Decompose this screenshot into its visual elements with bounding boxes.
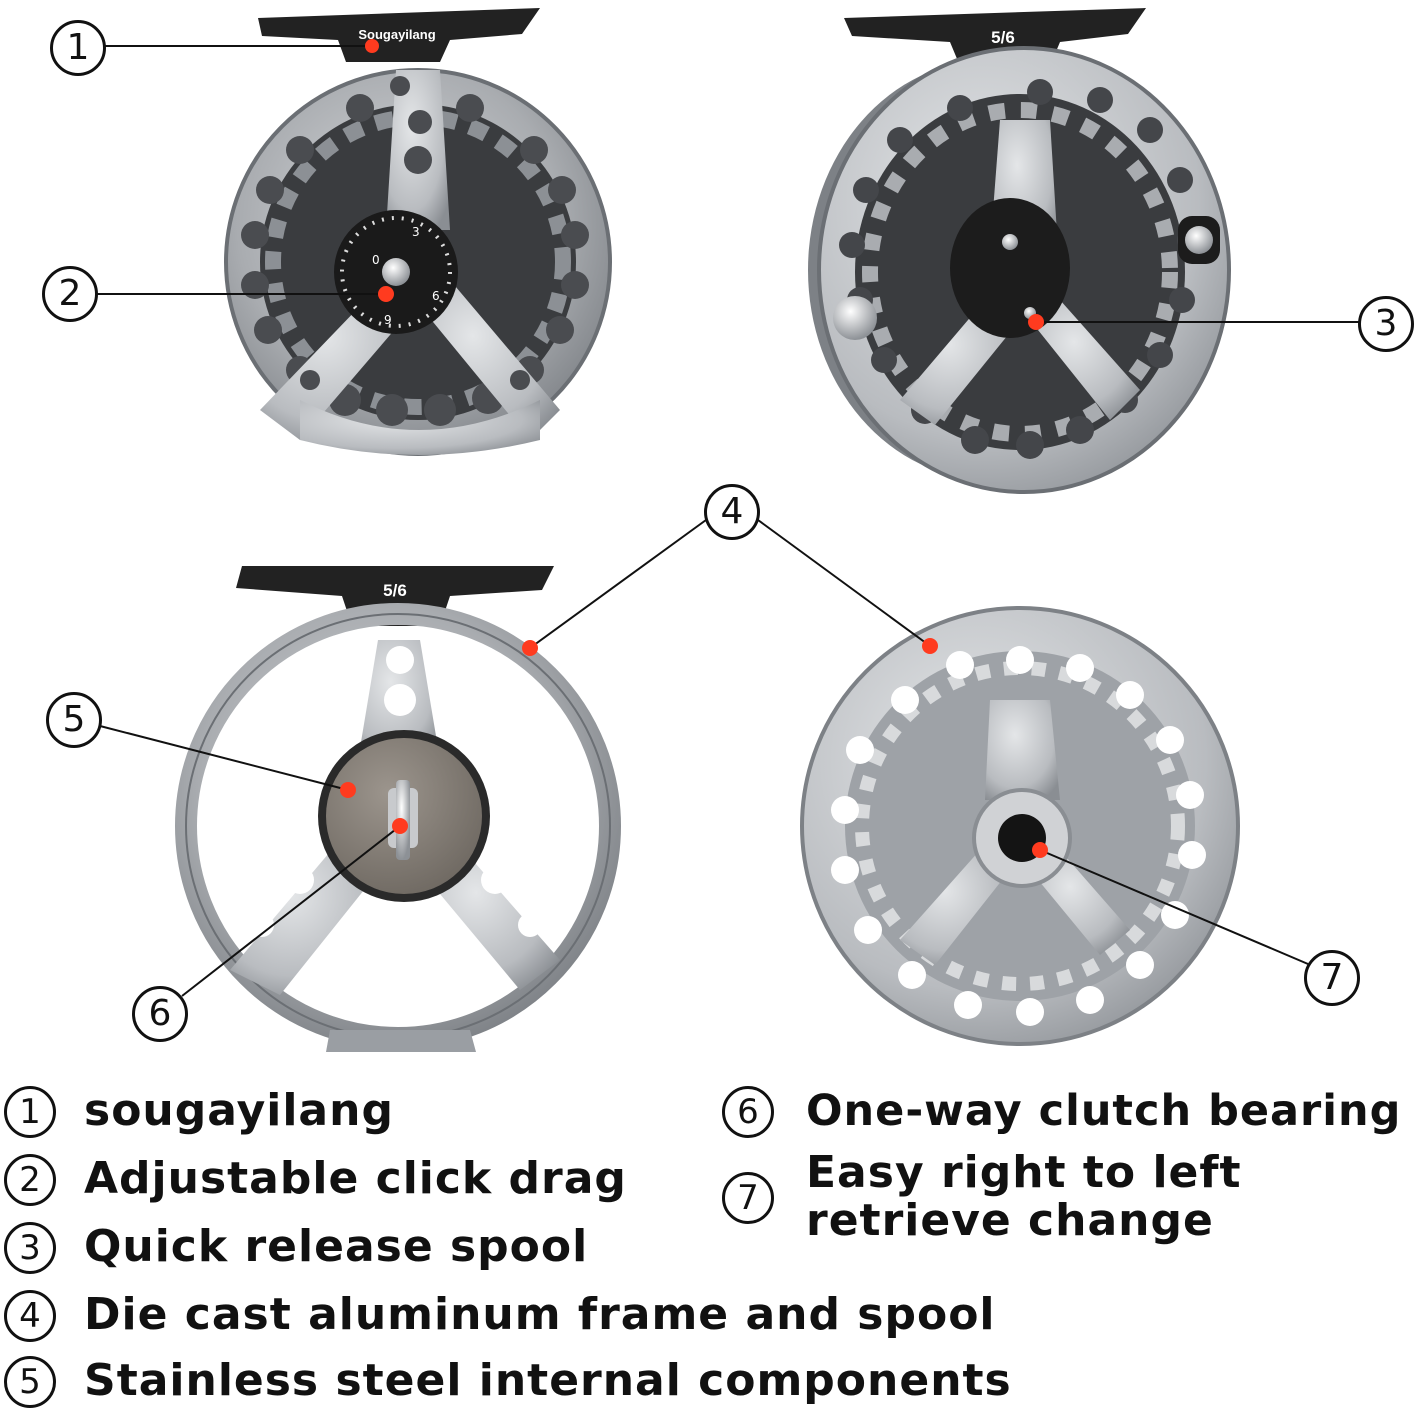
legend-number-1: 1 <box>4 1086 56 1138</box>
legend-text-7-line2: retrieve change <box>806 1195 1214 1246</box>
legend-text-4: Die cast aluminum frame and spool <box>84 1289 996 1340</box>
legend-text-6: One-way clutch bearing <box>806 1086 1402 1136</box>
dial-number: 9 <box>384 313 392 327</box>
callout-dots <box>340 39 1048 858</box>
brand-plate-text: Sougayilang <box>358 27 435 42</box>
legend-number-5: 5 <box>4 1356 56 1408</box>
product-illustration: Sougayilang 0 3 6 9 5/6 <box>96 8 1360 1052</box>
size-plate-text: 5/6 <box>383 581 407 600</box>
callout-marker-5: 5 <box>46 692 102 748</box>
spool-hub <box>950 198 1070 338</box>
legend-text-5: Stainless steel internal components <box>84 1355 1012 1406</box>
callout-marker-2: 2 <box>42 266 98 322</box>
dial-number: 0 <box>372 253 380 267</box>
callout-marker-3: 3 <box>1358 296 1414 352</box>
legend-number-6: 6 <box>722 1086 774 1138</box>
legend-text-3: Quick release spool <box>84 1221 589 1272</box>
callout-marker-6: 6 <box>132 986 188 1042</box>
callout-marker-4: 4 <box>704 484 760 540</box>
dial-number: 3 <box>412 225 420 239</box>
callout-marker-7: 7 <box>1304 950 1360 1006</box>
legend-text-2: Adjustable click drag <box>84 1153 627 1204</box>
leader-lines <box>96 45 1360 997</box>
reel-angled-view: 5/6 <box>808 8 1231 494</box>
reel-foot-plate <box>844 8 1146 66</box>
legend-number-7: 7 <box>722 1172 774 1224</box>
release-button <box>833 296 877 340</box>
reel-foot-plate <box>236 566 554 626</box>
legend-number-2: 2 <box>4 1154 56 1206</box>
legend-text-7-line1: Easy right to left <box>806 1147 1242 1198</box>
size-plate-text: 5/6 <box>991 28 1015 47</box>
legend-text-1: sougayilang <box>84 1085 394 1136</box>
reel-foot-plate <box>258 8 540 62</box>
legend-number-4: 4 <box>4 1290 56 1342</box>
reel-frame-view: 5/6 <box>175 566 621 1052</box>
callout-marker-1: 1 <box>50 20 106 76</box>
reel-front-view: Sougayilang 0 3 6 9 <box>224 8 612 456</box>
dial-number: 6 <box>432 289 440 303</box>
legend-number-3: 3 <box>4 1222 56 1274</box>
reel-spool-view <box>800 606 1240 1046</box>
reel-handle <box>1178 216 1220 264</box>
frame-base <box>326 1030 476 1052</box>
